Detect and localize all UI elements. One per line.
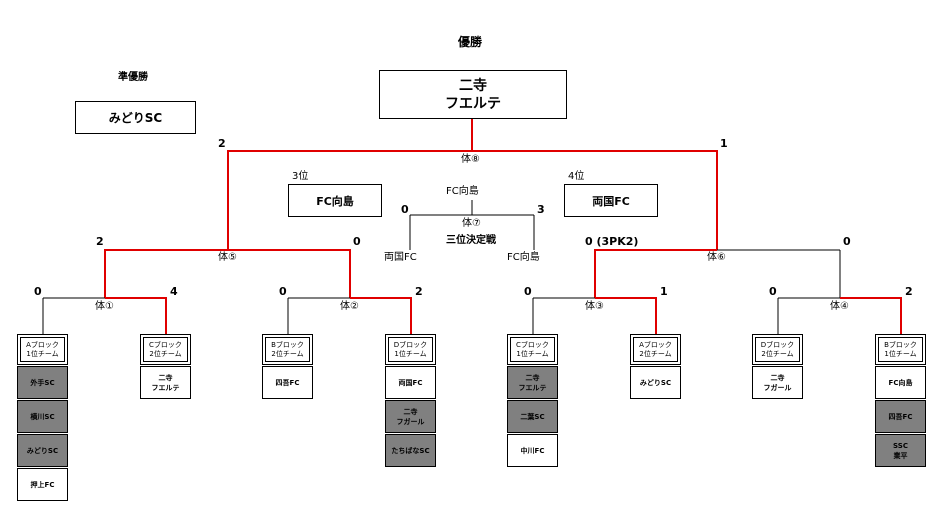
qf2-left-score: 0 [279,285,287,298]
fourth-place-label: 4位 [568,171,585,182]
team-cell: 中川FC [507,434,558,467]
semi1-match-label: 体⑤ [218,252,237,263]
team-cell: 二寺 フエルテ [507,366,558,399]
qf2-right-score: 2 [415,285,423,298]
qf1-right-score: 4 [170,285,178,298]
qf3-match-label: 体③ [585,301,604,312]
third-match-label: 体⑦ [462,218,481,229]
champion-box: 二寺 フエルテ [379,70,567,119]
team-cell: 二葉SC [507,400,558,433]
team-cell: 四吾FC [875,400,926,433]
team-cell: 横川SC [17,400,68,433]
group-8-header: Bブロック 1位チーム [875,334,926,365]
group-3-header: Bブロック 2位チーム [262,334,313,365]
fourth-place-box: 両国FC [564,184,658,217]
qf4-right-score: 2 [905,285,913,298]
third-place-label: 3位 [292,171,309,182]
team-cell: SSC 業平 [875,434,926,467]
semi2-left-score: 0 (3PK2) [585,235,639,248]
runner-up-label: 準優勝 [118,72,148,83]
semi1-right-score: 0 [353,235,361,248]
group-7-header: Dブロック 2位チーム [752,334,803,365]
semi2-right-score: 0 [843,235,851,248]
qf2-match-label: 体② [340,301,359,312]
qf4-match-label: 体④ [830,301,849,312]
team-cell: たちばなSC [385,434,436,467]
final-match-label: 体⑧ [461,154,480,165]
qf1-match-label: 体① [95,301,114,312]
page-title: 優勝 [458,35,483,49]
team-cell: 外手SC [17,366,68,399]
team-cell: みどりSC [17,434,68,467]
runner-up-box: みどりSC [75,101,196,134]
group-1-header: Aブロック 1位チーム [17,334,68,365]
group-2-header: Cブロック 2位チーム [140,334,191,365]
group-6-header: Aブロック 2位チーム [630,334,681,365]
team-cell: 四吾FC [262,366,313,399]
team-cell: 両国FC [385,366,436,399]
team-cell: 二寺 フガール [752,366,803,399]
semi1-left-score: 2 [96,235,104,248]
group-5-header: Cブロック 1位チーム [507,334,558,365]
third-match-title: 三位決定戦 [446,235,496,246]
third-place-box: FC向島 [288,184,382,217]
third-match-winner: FC向島 [446,186,479,197]
semi2-match-label: 体⑥ [707,252,726,263]
qf4-left-score: 0 [769,285,777,298]
group-4-header: Dブロック 1位チーム [385,334,436,365]
team-cell: FC向島 [875,366,926,399]
team-cell: みどりSC [630,366,681,399]
team-cell: 二寺 フガール [385,400,436,433]
third-match-right-team: FC向島 [507,252,540,263]
qf3-right-score: 1 [660,285,668,298]
team-cell: 二寺 フエルテ [140,366,191,399]
team-cell: 押上FC [17,468,68,501]
third-match-left-team: 両国FC [384,252,417,263]
final-left-score: 2 [218,137,226,150]
final-right-score: 1 [720,137,728,150]
third-match-left-score: 0 [401,203,409,216]
qf1-left-score: 0 [34,285,42,298]
qf3-left-score: 0 [524,285,532,298]
third-match-right-score: 3 [537,203,545,216]
